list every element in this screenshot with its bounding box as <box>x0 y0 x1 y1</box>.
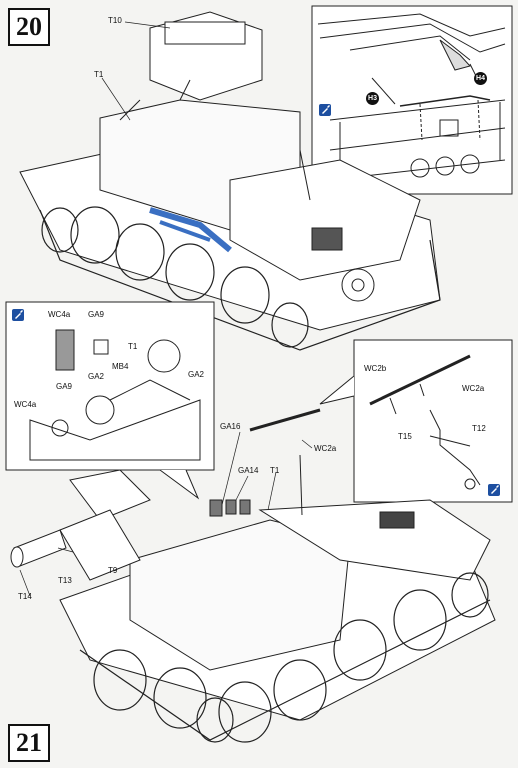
part-label-wc4a: WC4a <box>14 400 37 409</box>
part-label-t12: T12 <box>472 424 486 433</box>
glue-highlight-area <box>149 207 232 253</box>
part-label-ga9: GA9 <box>56 382 73 391</box>
part-label-t13: T13 <box>58 576 72 585</box>
part-label-t14: T14 <box>18 592 32 601</box>
part-label-ga2: GA2 <box>188 370 205 379</box>
part-label-h3: H3 <box>366 92 379 105</box>
part-label-t9: T9 <box>108 566 118 575</box>
glue-brush-icon <box>319 104 331 116</box>
part-label-ga16: GA16 <box>220 422 241 431</box>
step21-detail-box-right <box>353 339 513 503</box>
part-label-wc2a: WC2a <box>314 444 337 453</box>
step20-tank-drawing <box>19 11 441 351</box>
part-label-h4: H4 <box>474 72 487 85</box>
step-number-20: 20 <box>8 8 50 46</box>
step21-tank-drawing <box>10 408 496 743</box>
glue-brush-icon <box>488 484 500 496</box>
part-label-wc4a: WC4a <box>48 310 71 319</box>
glue-brush-icon <box>12 309 24 321</box>
part-label-t1: T1 <box>270 466 280 475</box>
part-label-t1: T1 <box>128 342 138 351</box>
part-label-mb4: MB4 <box>112 362 129 371</box>
step21-detail-box-left <box>5 301 215 471</box>
part-label-wc2a: WC2a <box>462 384 485 393</box>
part-label-t15: T15 <box>398 432 412 441</box>
part-label-t1: T1 <box>94 70 104 79</box>
step-number-21: 21 <box>8 724 50 762</box>
part-label-ga2: GA2 <box>88 372 105 381</box>
part-label-wc2b: WC2b <box>364 364 387 373</box>
part-label-ga9: GA9 <box>88 310 105 319</box>
part-label-ga14: GA14 <box>238 466 259 475</box>
part-label-t10: T10 <box>108 16 122 25</box>
